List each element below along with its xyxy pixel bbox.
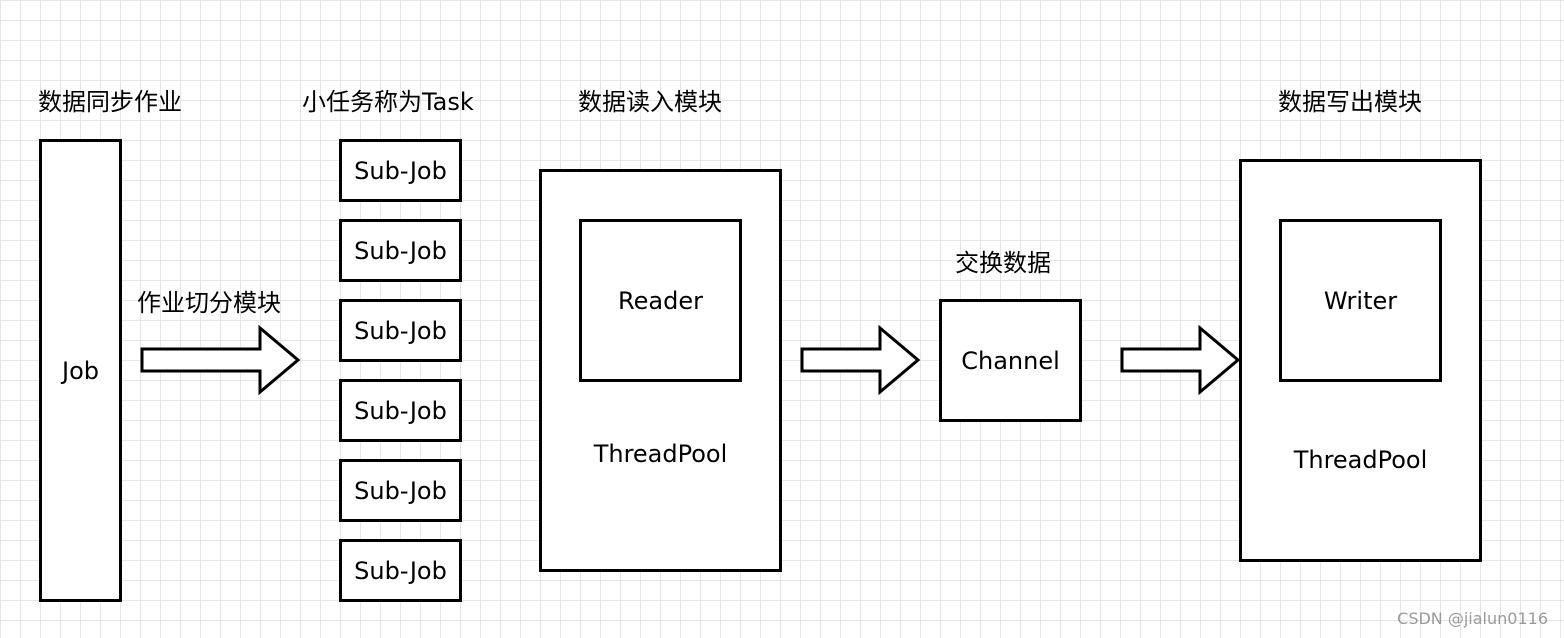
- channel-label: Channel: [961, 346, 1060, 375]
- writer-threadpool-label: ThreadPool: [1293, 446, 1428, 474]
- sub-job-box: Sub-Job: [339, 219, 462, 282]
- sub-job-box: Sub-Job: [339, 379, 462, 442]
- sub-job-label: Sub-Job: [354, 476, 447, 505]
- reader-module-heading: 数据读入模块: [578, 88, 722, 116]
- sub-job-box: Sub-Job: [339, 139, 462, 202]
- sub-job-box: Sub-Job: [339, 299, 462, 362]
- sub-job-label: Sub-Job: [354, 236, 447, 265]
- job-heading: 数据同步作业: [38, 88, 182, 116]
- writer-label: Writer: [1323, 286, 1398, 315]
- writer-module-box: Writer ThreadPool: [1239, 159, 1482, 562]
- reader-to-channel-arrow: [800, 324, 921, 396]
- sub-job-label: Sub-Job: [354, 396, 447, 425]
- exchange-label: 交换数据: [955, 249, 1051, 277]
- sub-job-label: Sub-Job: [354, 156, 447, 185]
- channel-box: Channel: [939, 299, 1082, 422]
- sub-job-label: Sub-Job: [354, 556, 447, 585]
- sub-job-box: Sub-Job: [339, 539, 462, 602]
- reader-threadpool-label: ThreadPool: [593, 440, 728, 468]
- reader-module-box: Reader ThreadPool: [539, 169, 782, 572]
- writer-box: Writer: [1279, 219, 1442, 382]
- split-arrow: [140, 324, 301, 396]
- writer-module-heading: 数据写出模块: [1278, 88, 1422, 116]
- reader-box: Reader: [579, 219, 742, 382]
- task-heading: 小任务称为Task: [302, 88, 474, 116]
- job-box: Job: [39, 139, 122, 602]
- csdn-watermark: CSDN @jialun0116: [1397, 609, 1548, 628]
- reader-label: Reader: [618, 286, 703, 315]
- channel-to-writer-arrow: [1120, 324, 1241, 396]
- split-module-label: 作业切分模块: [137, 289, 281, 317]
- job-box-label: Job: [62, 356, 99, 385]
- sub-job-label: Sub-Job: [354, 316, 447, 345]
- sub-job-box: Sub-Job: [339, 459, 462, 522]
